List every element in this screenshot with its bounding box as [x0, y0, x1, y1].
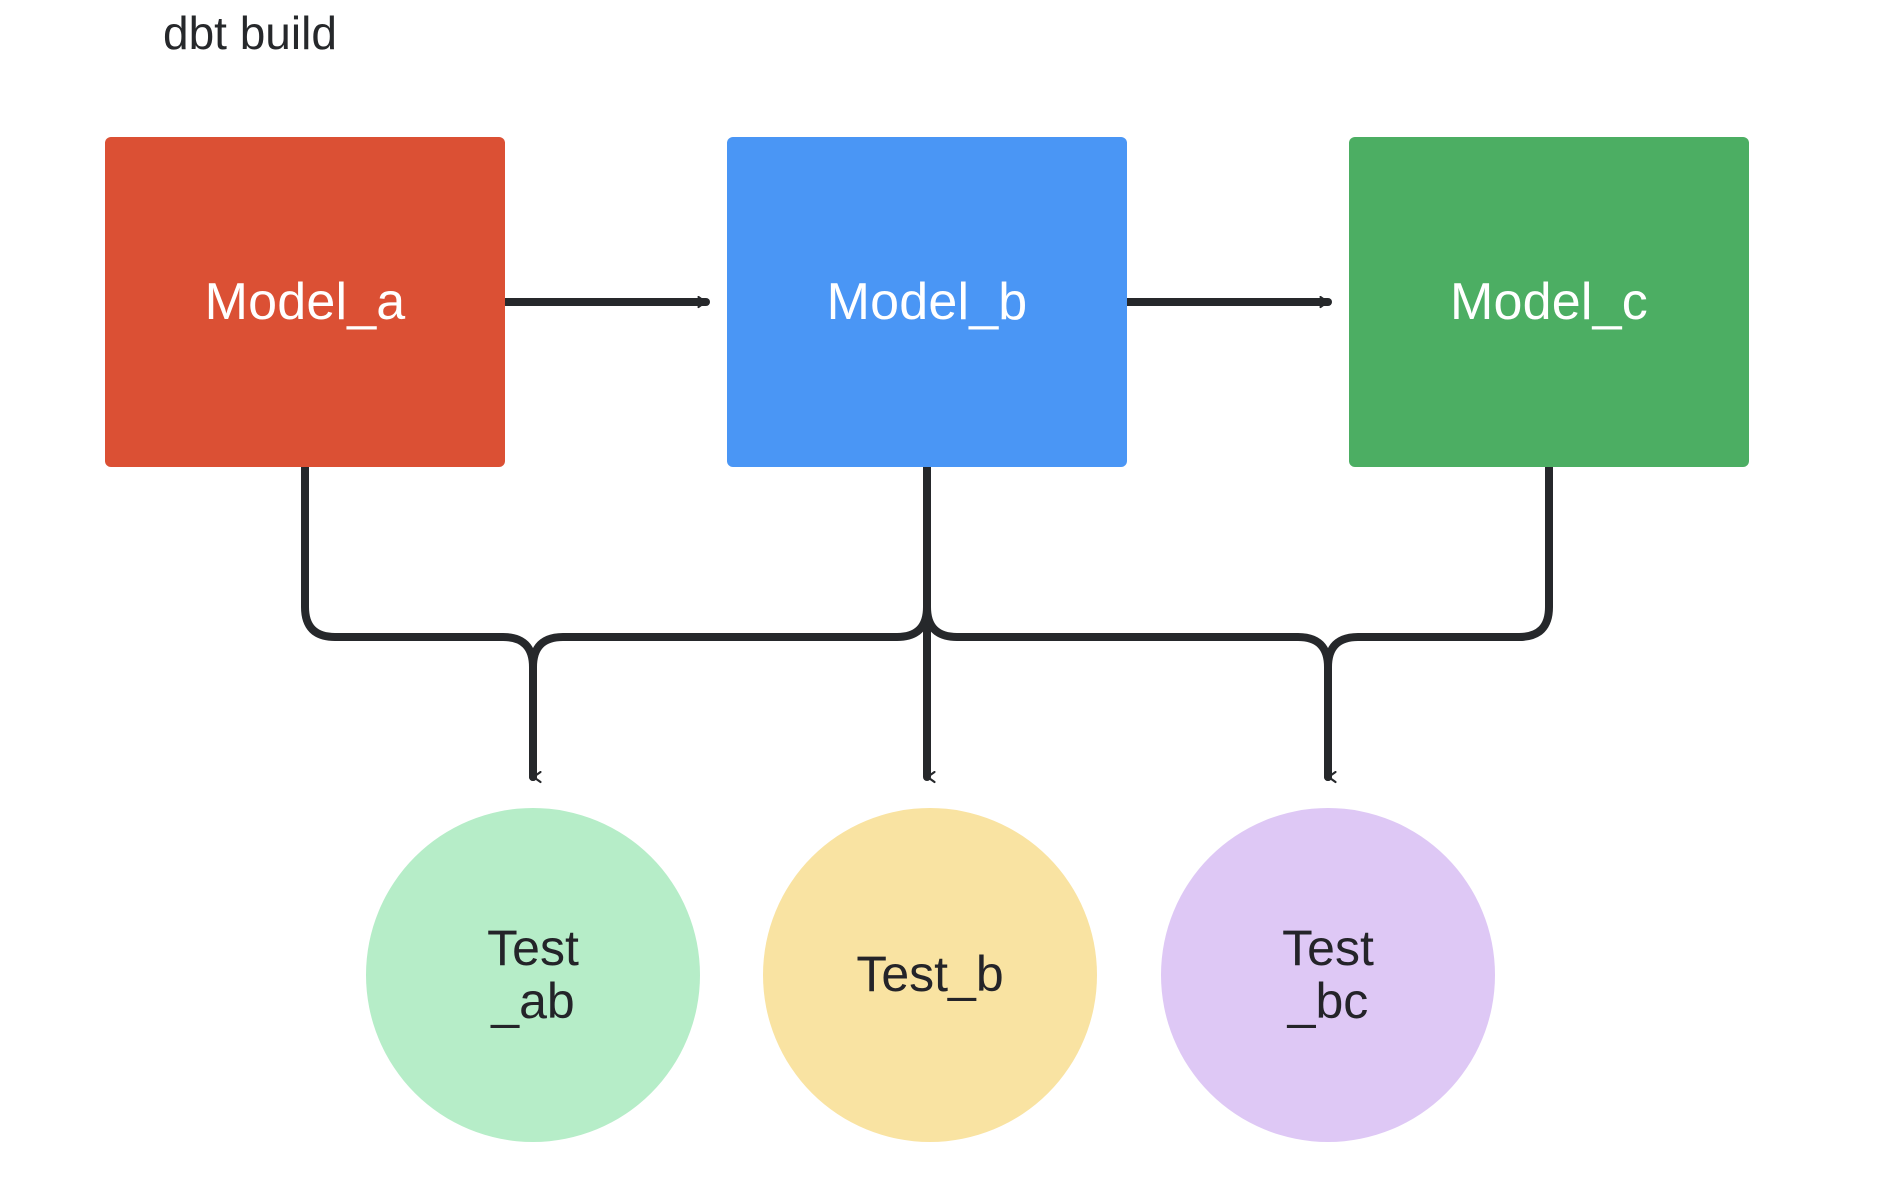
node-test-bc-label: Test _bc	[1282, 919, 1374, 1029]
edge-model-a-to-test-ab	[301, 463, 533, 777]
node-test-ab-label: Test _ab	[487, 919, 579, 1029]
node-model-c[interactable]: Model_c	[1349, 137, 1749, 467]
node-model-a-label: Model_a	[204, 272, 406, 331]
diagram-title: dbt build	[163, 7, 337, 59]
node-test-bc[interactable]: Test _bc	[1161, 808, 1495, 1142]
node-model-b[interactable]: Model_b	[727, 137, 1127, 467]
node-test-ab[interactable]: Test _ab	[366, 808, 700, 1142]
edge-model-b-to-test-ab	[529, 463, 931, 781]
node-model-a[interactable]: Model_a	[105, 137, 505, 467]
node-model-b-label: Model_b	[826, 272, 1028, 331]
node-model-c-label: Model_c	[1450, 272, 1648, 331]
edge-model-b-to-test-bc	[923, 463, 1328, 777]
edge-model-c-to-test-bc	[1324, 463, 1553, 781]
node-test-b[interactable]: Test_b	[763, 808, 1097, 1142]
node-test-b-label: Test_b	[856, 946, 1004, 1003]
